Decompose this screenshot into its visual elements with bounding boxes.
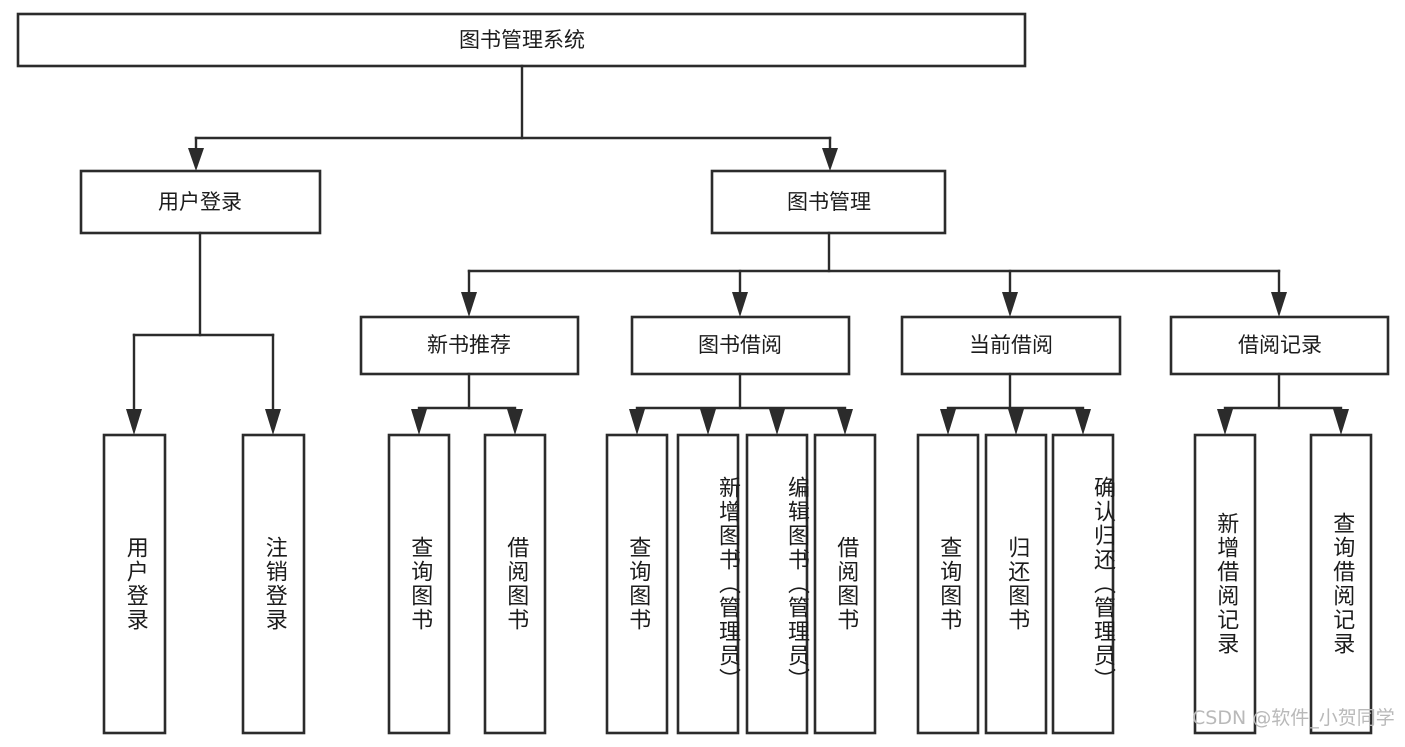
arrow-to-new-book-recommend: [461, 292, 477, 317]
arrow-to-leaf-return-book: [1008, 409, 1024, 435]
arrow-to-book-borrow: [732, 292, 748, 317]
leaf-box-add-borrow-record[interactable]: [1193, 433, 1257, 735]
leaf-box-query-book-rec[interactable]: [387, 433, 451, 735]
label-book-borrow: 图书借阅: [698, 333, 782, 357]
arrow-to-leaf-query-borrow-record: [1333, 409, 1349, 435]
node-rects: [16, 12, 1390, 735]
label-new-book-recommend: 新书推荐: [427, 333, 511, 357]
leaf-box-query-book-current[interactable]: [916, 433, 980, 735]
node-labels: 图书管理系统 用户登录 图书管理 新书推荐 图书借阅 当前借阅 借阅记录: [158, 28, 1322, 357]
arrow-root-to-book-mgmt: [822, 148, 838, 171]
node-box-root[interactable]: [16, 12, 1027, 68]
leaf-box-add-book-admin[interactable]: [676, 433, 740, 735]
arrow-to-leaf-add-borrow-record: [1217, 409, 1233, 435]
arrow-to-leaf-borrow-book: [837, 409, 853, 435]
arrow-to-leaf-user-login: [126, 409, 142, 435]
arrow-to-leaf-borrow-book-rec: [507, 409, 523, 435]
connectors: [126, 64, 1349, 435]
leaf-box-edit-book-admin[interactable]: [745, 433, 809, 735]
arrow-to-leaf-query-book-rec: [411, 409, 427, 435]
arrow-to-leaf-query-book-current: [940, 409, 956, 435]
arrow-to-leaf-query-book-borrow: [629, 409, 645, 435]
arrow-to-leaf-logout-login: [265, 409, 281, 435]
leaf-box-return-book[interactable]: [984, 433, 1048, 735]
arrow-to-leaf-confirm-return-admin: [1075, 409, 1091, 435]
leaf-box-logout-login[interactable]: [241, 433, 306, 735]
leaf-box-query-book-borrow[interactable]: [605, 433, 669, 735]
leaf-box-user-login[interactable]: [102, 433, 167, 735]
arrow-to-leaf-edit-book-admin: [769, 409, 785, 435]
csdn-watermark: CSDN @软件_小贺同学: [1192, 707, 1395, 729]
arrow-root-to-user-login: [188, 148, 204, 171]
label-current-borrow: 当前借阅: [969, 333, 1053, 357]
leaf-box-borrow-book[interactable]: [813, 433, 877, 735]
node-box-current-borrow[interactable]: [900, 315, 1122, 376]
arrow-to-borrow-record: [1271, 292, 1287, 317]
label-user-login: 用户登录: [158, 190, 242, 214]
node-box-user-login[interactable]: [79, 169, 322, 235]
leaf-box-borrow-book-rec[interactable]: [483, 433, 547, 735]
leaf-box-confirm-return-admin[interactable]: [1051, 433, 1115, 735]
label-borrow-record: 借阅记录: [1238, 333, 1322, 357]
arrow-to-current-borrow: [1002, 292, 1018, 317]
arrow-to-leaf-add-book-admin: [700, 409, 716, 435]
leaf-box-query-borrow-record[interactable]: [1309, 433, 1373, 735]
label-book-management: 图书管理: [787, 190, 871, 214]
node-box-new-book-recommend[interactable]: [359, 315, 580, 376]
label-root: 图书管理系统: [459, 28, 585, 52]
